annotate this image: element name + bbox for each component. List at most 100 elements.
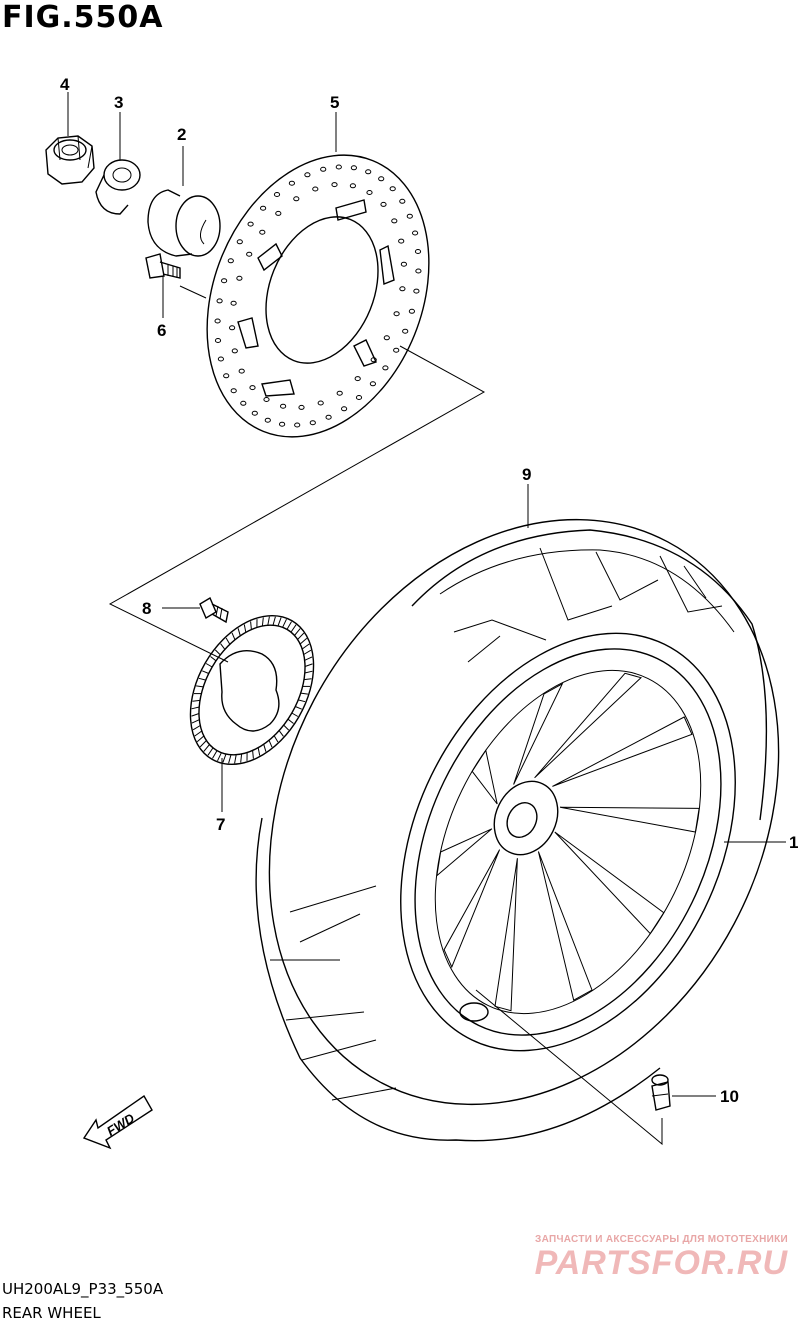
part-3-collar[interactable]: [95, 159, 141, 215]
ring-tooth: [263, 744, 267, 752]
figure-title: FIG.550A: [2, 0, 164, 35]
disc-hole: [349, 183, 356, 189]
ring-tooth: [234, 754, 237, 764]
ring-tooth: [203, 744, 210, 752]
ring-tooth: [261, 617, 264, 627]
ring-tooth: [199, 740, 207, 748]
ring-tooth: [294, 628, 301, 636]
ring-tooth: [205, 663, 213, 668]
ring-tooth: [297, 632, 305, 640]
disc-hole: [398, 238, 405, 244]
disc-hole: [221, 278, 228, 284]
ring-tooth: [303, 649, 312, 655]
ring-tooth: [278, 730, 284, 737]
ring-tooth: [194, 730, 203, 737]
ring-tooth: [291, 712, 299, 717]
disc-hole: [223, 373, 230, 379]
disc-hole: [279, 421, 286, 427]
disc-hole: [317, 400, 324, 406]
disc-hole: [369, 381, 376, 387]
disc-hole: [214, 338, 222, 343]
figure-name: REAR WHEEL: [2, 1304, 101, 1322]
disc-hole: [259, 229, 266, 235]
wheel-spoke: [443, 849, 501, 969]
disc-hole: [400, 261, 407, 267]
callout-10: 10: [720, 1087, 739, 1106]
ring-tooth: [304, 670, 313, 674]
disc-hole: [414, 249, 422, 254]
watermark-tagline: ЗАПЧАСТИ И АКСЕССУАРЫ ДЛЯ МОТОТЕХНИКИ: [535, 1234, 788, 1245]
wheel-spoke: [554, 831, 665, 935]
disc-hole: [304, 172, 311, 178]
disc-hole: [325, 414, 332, 420]
disc-hole: [415, 268, 422, 274]
ring-tooth: [304, 656, 313, 661]
disc-hole: [399, 286, 406, 292]
ring-tooth: [222, 753, 227, 763]
part-9-tire[interactable]: [170, 430, 800, 1194]
ring-tooth: [228, 754, 232, 764]
disc-hole: [246, 251, 253, 257]
callout-2: 2: [177, 125, 186, 144]
disc-hole: [236, 275, 243, 281]
ring-tooth: [295, 706, 302, 710]
ring-tooth: [196, 685, 204, 688]
disc-hole: [229, 325, 236, 331]
disc-hole: [354, 376, 361, 382]
disc-hole: [214, 318, 221, 324]
disc-hole: [335, 164, 342, 170]
wheel-spoke: [552, 716, 693, 787]
wheel-spoke: [471, 749, 498, 805]
disc-hole: [413, 288, 420, 294]
disc-hole: [408, 308, 415, 314]
disc-hole: [293, 196, 300, 202]
ring-tooth: [225, 637, 231, 645]
ring-tooth: [243, 624, 247, 633]
ring-tooth: [240, 753, 243, 763]
part-10-valve[interactable]: [651, 1074, 671, 1111]
part-8-screw[interactable]: [199, 596, 229, 624]
disc-hole: [230, 388, 237, 394]
disc-hole: [216, 298, 223, 304]
ring-tooth: [191, 719, 200, 724]
disc-hole: [380, 201, 387, 207]
ring-tooth: [257, 747, 261, 756]
callout-1: 1: [789, 833, 798, 852]
ring-tooth: [273, 735, 279, 743]
disc-hole: [393, 311, 400, 317]
ring-tooth: [287, 718, 294, 724]
ring-tooth: [301, 643, 310, 650]
disc-hole: [288, 180, 295, 186]
disc-hole: [378, 176, 385, 182]
disc-hole: [275, 210, 282, 216]
ring-tooth: [192, 699, 201, 702]
disc-hole: [231, 348, 238, 354]
part-1-rim[interactable]: [335, 578, 800, 1107]
callout-3: 3: [114, 93, 123, 112]
watermark-logo: PARTSFOR.RU: [534, 1244, 788, 1282]
wheel-spoke: [494, 858, 518, 1012]
fwd-label: FWD: [104, 1110, 138, 1139]
callout-9: 9: [522, 465, 531, 484]
ring-tooth: [304, 663, 313, 667]
part-6-bolt[interactable]: [145, 253, 181, 279]
ring-tooth: [196, 735, 205, 743]
callout-6: 6: [157, 321, 166, 340]
ring-tooth: [290, 624, 297, 633]
disc-hole: [350, 165, 357, 171]
disc-hole: [249, 385, 256, 391]
callout-5: 5: [330, 93, 339, 112]
ring-tooth: [268, 740, 273, 748]
ring-tooth: [191, 713, 200, 717]
ring-tooth: [250, 621, 252, 630]
disc-hole: [238, 368, 245, 374]
part-5-brake-disc[interactable]: [167, 122, 469, 471]
part-7-sensor-ring[interactable]: [165, 594, 339, 787]
callout-4: 4: [60, 75, 70, 94]
part-2-spacer[interactable]: [147, 189, 221, 257]
part-4-nut[interactable]: [45, 135, 95, 185]
disc-hole: [331, 182, 338, 188]
disc-hole: [273, 192, 281, 197]
disc-hole: [366, 190, 373, 195]
